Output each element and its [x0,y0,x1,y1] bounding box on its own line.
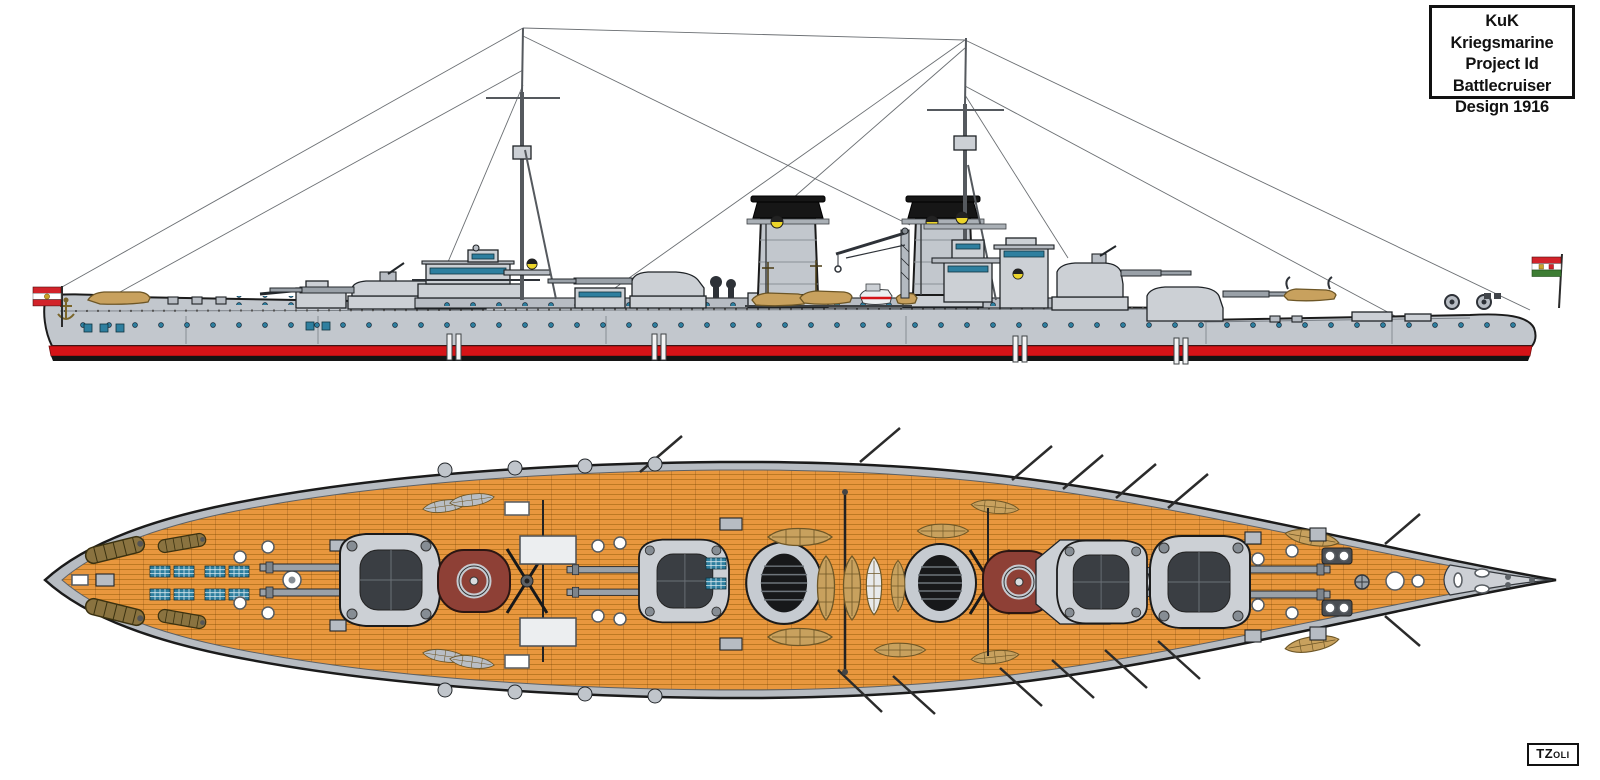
searchlight [526,258,538,270]
stern-ensign-flag [1531,253,1563,309]
bridge-superstructure [412,244,540,299]
waterline-red-stripe [48,345,1533,357]
plan-fore-mast-station [505,500,577,662]
portholes-row [64,320,1516,331]
turret-b-profile [547,271,707,309]
bridge-windows [429,267,507,275]
plan-fore-conning-tower [438,550,510,612]
boat-crane [834,227,910,299]
winch [1321,547,1353,565]
crows-nest [512,145,532,160]
winch [1321,599,1353,617]
main-mast [923,37,1007,303]
aft-control-tower [993,237,1055,309]
title-line-4: Design 1916 [1454,98,1550,116]
forecastle-fittings [87,280,347,309]
side-profile-view [32,27,1563,365]
title-line-1: KuK Kriegsmarine [1450,12,1554,52]
hull-square-ports [83,321,331,333]
funnel-cap [752,199,824,219]
plan-funnel-1 [745,540,823,626]
crane-hook [834,265,842,273]
searchlight [770,215,784,229]
motor-launch [859,283,893,305]
title-line-3: Battlecruiser [1452,76,1552,95]
fore-mast [486,27,560,300]
stern-emblems [1444,293,1501,310]
quarterdeck-fittings [1269,276,1432,323]
stern-steel-deck [1443,564,1553,596]
ventilators [710,276,736,298]
boat-booms [639,427,1421,715]
searchlight [955,211,969,225]
bow-deck-fittings [71,539,347,632]
boot-topping-black [51,356,1530,361]
title-line-2: Project Id [1465,55,1539,73]
main-gun-barrel [299,286,355,294]
title-box: KuK Kriegsmarine Project Id Battlecruise… [1429,5,1575,116]
mid-deck-fittings [504,501,743,669]
deck-edge-sponsons [437,456,663,704]
forecastle-boat [87,291,151,305]
bow-jack-flag [32,286,63,327]
stern-boat [1283,276,1337,302]
aft-deck-fittings [1244,527,1425,643]
midship-boats-profile [745,260,918,307]
plan-funnel-2 [903,543,977,623]
turret-x-profile [1051,245,1192,311]
spotting-top [953,135,977,151]
top-plan-view [43,427,1557,715]
aa-gun [379,262,405,282]
aa-gun [1091,245,1117,264]
funnel-1-profile [746,195,830,308]
artist-signature: TZoli [1536,746,1570,761]
mid-deckhouse [574,287,626,309]
artist-signature-box: TZoli [1527,743,1579,766]
rigging-wires [45,27,1531,317]
searchlight [1012,268,1024,280]
